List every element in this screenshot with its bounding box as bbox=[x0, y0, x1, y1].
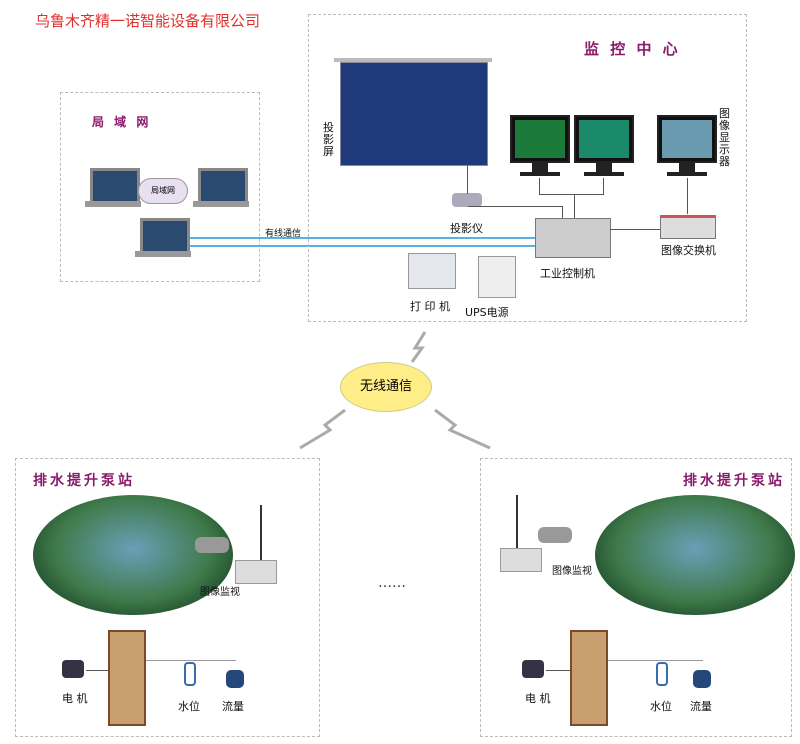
wireless-transmitter bbox=[500, 548, 542, 572]
laptop-main bbox=[135, 218, 191, 257]
camera-icon bbox=[538, 527, 572, 543]
projection-screen-label: 投 影 屏 bbox=[323, 121, 334, 158]
antenna-icon bbox=[516, 495, 518, 548]
industrial-pc-label: 工业控制机 bbox=[540, 267, 595, 280]
flow-meter-icon bbox=[226, 670, 244, 688]
wireless-transmitter bbox=[235, 560, 277, 584]
image-switch-label: 图像交换机 bbox=[661, 244, 716, 257]
wireless-signal-icons bbox=[299, 331, 491, 450]
station-right-box bbox=[480, 458, 792, 737]
printer bbox=[408, 253, 456, 289]
lan-cloud: 局域网 bbox=[138, 178, 188, 204]
antenna-icon bbox=[260, 505, 262, 560]
projector-label: 投影仪 bbox=[450, 222, 483, 235]
control-cabinet bbox=[570, 630, 608, 726]
wireless-cloud: 无线通信 bbox=[340, 362, 432, 412]
lan-cloud-label: 局域网 bbox=[151, 186, 175, 195]
ups-label: UPS电源 bbox=[465, 306, 509, 319]
motor-label: 电 机 bbox=[62, 692, 88, 705]
connector bbox=[603, 178, 604, 194]
flow-meter-icon bbox=[693, 670, 711, 688]
projection-screen bbox=[334, 58, 492, 62]
signal-bolt-left bbox=[299, 408, 346, 450]
flow-label: 流量 bbox=[690, 700, 712, 713]
motor-icon bbox=[62, 660, 84, 678]
company-title: 乌鲁木齐精一诺智能设备有限公司 bbox=[35, 12, 261, 30]
level-label: 水位 bbox=[650, 700, 672, 713]
image-switch bbox=[660, 215, 716, 239]
connector bbox=[146, 660, 236, 661]
station-left-box bbox=[15, 458, 320, 737]
lan-heading: 局 域 网 bbox=[92, 115, 152, 129]
station-left-heading: 排水提升泵站 bbox=[33, 473, 135, 489]
connector bbox=[608, 660, 703, 661]
control-center-box bbox=[308, 14, 747, 322]
projector bbox=[452, 193, 482, 207]
control-center-heading: 监 控 中 心 bbox=[584, 40, 681, 58]
monitor-1 bbox=[510, 115, 570, 176]
connector bbox=[86, 670, 108, 671]
image-display-label: 图 像 显 示 器 bbox=[719, 107, 730, 168]
laptop-left bbox=[85, 168, 141, 207]
station-right-heading: 排水提升泵站 bbox=[683, 473, 785, 489]
level-sensor-icon bbox=[656, 662, 668, 686]
control-cabinet bbox=[108, 630, 146, 726]
monitor-2 bbox=[574, 115, 634, 176]
wireless-label: 无线通信 bbox=[359, 379, 412, 394]
wired-label: 有线通信 bbox=[265, 229, 302, 239]
motor-icon bbox=[522, 660, 544, 678]
camera-label: 图像监视 bbox=[200, 587, 240, 598]
camera-icon bbox=[195, 537, 229, 553]
ups bbox=[478, 256, 516, 298]
pump-station-photo bbox=[595, 495, 795, 615]
connector bbox=[467, 164, 468, 194]
wired-link bbox=[190, 237, 535, 247]
image-display-monitor bbox=[657, 115, 717, 176]
lan-box bbox=[60, 92, 260, 282]
connector bbox=[539, 194, 604, 195]
projection-screen-display bbox=[340, 62, 488, 166]
motor-label: 电 机 bbox=[525, 692, 551, 705]
ellipsis: …… bbox=[378, 575, 406, 591]
industrial-pc bbox=[535, 218, 611, 258]
laptop-right bbox=[193, 168, 249, 207]
level-label: 水位 bbox=[178, 700, 200, 713]
connector bbox=[574, 194, 575, 218]
signal-bolt-top bbox=[410, 331, 427, 363]
connector bbox=[539, 178, 540, 194]
pump-station-photo bbox=[33, 495, 233, 615]
flow-label: 流量 bbox=[222, 700, 244, 713]
connector bbox=[687, 178, 688, 214]
connector bbox=[562, 206, 563, 218]
camera-label: 图像监视 bbox=[552, 566, 592, 577]
printer-label: 打 印 机 bbox=[410, 300, 450, 313]
signal-bolt-right bbox=[434, 408, 491, 450]
connector bbox=[546, 670, 570, 671]
connector bbox=[468, 206, 562, 207]
connector bbox=[610, 229, 660, 230]
level-sensor-icon bbox=[184, 662, 196, 686]
